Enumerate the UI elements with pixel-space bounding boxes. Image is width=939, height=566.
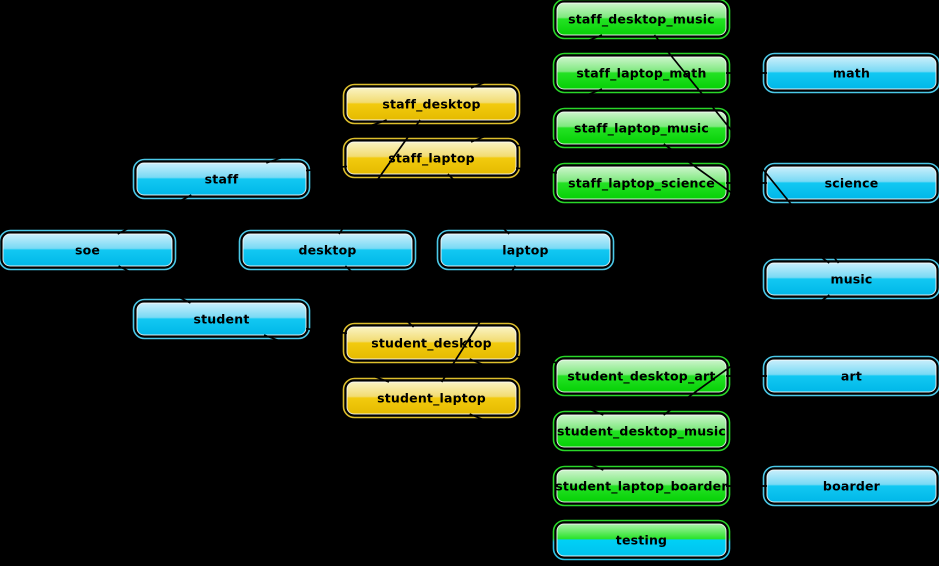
node-label: staff_desktop <box>382 97 480 113</box>
node-staff_laptop: staff_laptop <box>344 139 520 178</box>
node-label: student_laptop_boarder <box>555 479 728 495</box>
node-label: laptop <box>502 243 548 258</box>
node-staff: staff <box>134 160 310 199</box>
node-label: art <box>841 369 862 384</box>
node-label: boarder <box>823 479 881 494</box>
node-staff_desktop_music: staff_desktop_music <box>554 0 730 39</box>
node-label: math <box>833 66 870 81</box>
node-label: music <box>830 272 872 287</box>
node-testing: testing <box>554 521 730 560</box>
node-science: science <box>764 164 939 203</box>
node-soe: soe <box>0 231 176 270</box>
node-label: staff_laptop_science <box>568 176 715 192</box>
node-student_laptop: student_laptop <box>344 379 520 418</box>
node-staff_laptop_math: staff_laptop_math <box>554 54 730 93</box>
node-label: staff_desktop_music <box>568 12 715 28</box>
node-desktop: desktop <box>240 231 416 270</box>
node-label: student_desktop_art <box>567 369 715 385</box>
node-label: testing <box>616 533 667 548</box>
node-art: art <box>764 357 939 396</box>
node-laptop: laptop <box>438 231 614 270</box>
node-boarder: boarder <box>764 467 939 506</box>
node-label: staff_laptop_music <box>574 121 709 137</box>
node-student_laptop_boarder: student_laptop_boarder <box>554 467 730 506</box>
node-label: desktop <box>298 243 356 258</box>
node-label: soe <box>75 243 100 258</box>
node-label: student <box>193 312 249 327</box>
node-staff_laptop_music: staff_laptop_music <box>554 109 730 148</box>
node-staff_laptop_science: staff_laptop_science <box>554 164 730 203</box>
node-label: staff_laptop <box>388 151 475 167</box>
node-label: science <box>825 176 879 191</box>
node-student_desktop_art: student_desktop_art <box>554 357 730 396</box>
node-label: student_desktop_music <box>557 424 726 440</box>
node-math: math <box>764 54 939 93</box>
node-student_desktop_music: student_desktop_music <box>554 412 730 451</box>
node-label: student_laptop <box>377 391 486 407</box>
node-student: student <box>134 300 310 339</box>
node-label: staff <box>205 172 239 187</box>
node-label: student_desktop <box>371 336 492 352</box>
node-label: staff_laptop_math <box>576 66 706 82</box>
node-staff_desktop: staff_desktop <box>344 85 520 124</box>
node-student_desktop: student_desktop <box>344 324 520 363</box>
node-music: music <box>764 260 939 299</box>
